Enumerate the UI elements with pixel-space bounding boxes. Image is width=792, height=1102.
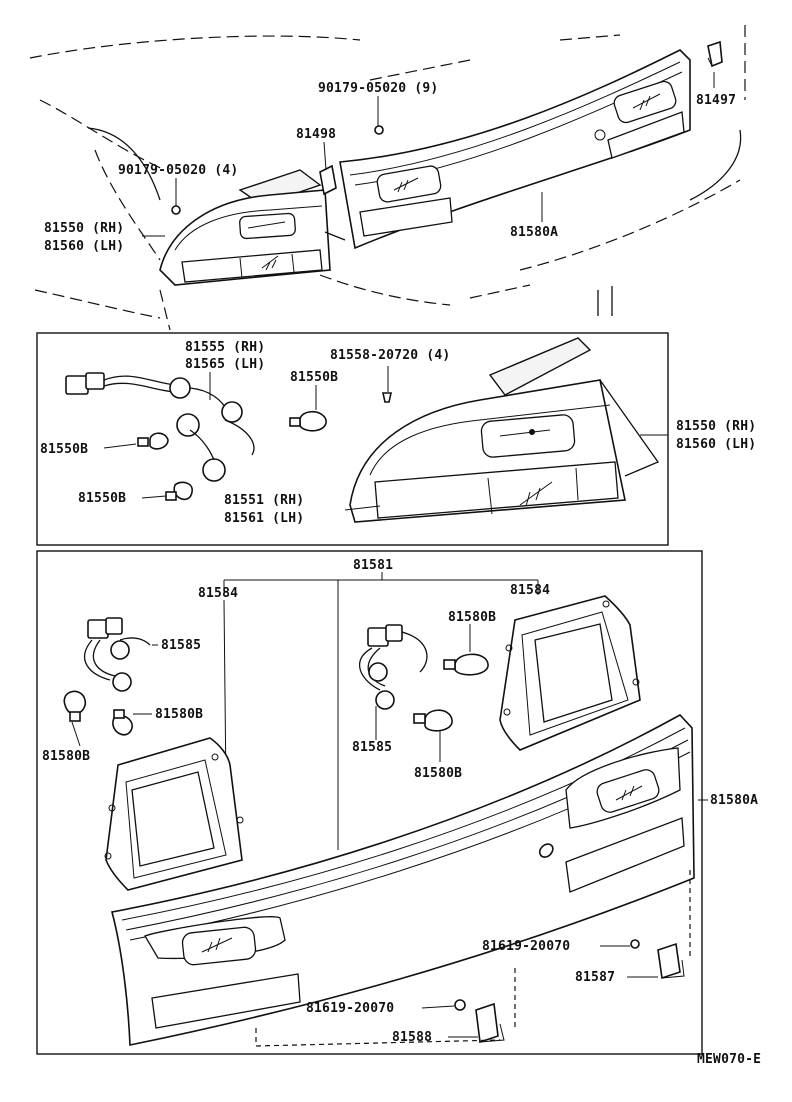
callout-81580B-top-right: 81580B [448, 610, 496, 625]
vehicle-body-outline [29, 25, 746, 331]
callout-81497: 81497 [696, 93, 736, 108]
lamp-assembly-detail-box [36, 332, 669, 546]
callout-81565-lh: 81565 (LH) [185, 357, 265, 372]
callout-81550B-c: 81550B [78, 491, 126, 506]
callout-81560-lh-mid: 81560 (LH) [676, 437, 756, 452]
clip-81497 [707, 40, 723, 68]
gasket-81584-left [104, 737, 244, 891]
lamp-assembly-detail [349, 337, 659, 523]
callout-81550B-b: 81550B [40, 442, 88, 457]
callout-81561-lh: 81561 (LH) [224, 511, 304, 526]
callout-81585-right: 81585 [352, 740, 392, 755]
callout-81580B-right-low: 81580B [414, 766, 462, 781]
callout-81580A-bottom: 81580A [710, 793, 758, 808]
diagram-code: MEW070-E [697, 1052, 761, 1067]
bracket-81588 [454, 999, 505, 1044]
callout-81551-rh: 81551 (RH) [224, 493, 304, 508]
callout-81498: 81498 [296, 127, 336, 142]
garnish-assembly-detail-box [36, 550, 703, 1055]
leader-lines-middle [103, 366, 668, 511]
callout-81560-lh-top: 81560 (LH) [44, 239, 124, 254]
callout-81555-rh: 81555 (RH) [185, 340, 265, 355]
callout-81587: 81587 [575, 970, 615, 985]
callout-81584-right: 81584 [510, 583, 550, 598]
center-garnish-bottom [111, 713, 695, 1046]
callout-81584-left: 81584 [198, 586, 238, 601]
callout-81550-rh-top: 81550 (RH) [44, 221, 124, 236]
wiring-socket-81555 [65, 372, 255, 482]
socket-81585-right [359, 624, 428, 710]
callout-81558-20720: 81558-20720 (4) [330, 348, 450, 363]
callout-81550B-a: 81550B [290, 370, 338, 385]
nut-90179-top [171, 125, 384, 215]
bulbs-81580B [63, 653, 489, 736]
callout-81580B-left-low: 81580B [42, 749, 90, 764]
callout-81619-20070-a: 81619-20070 [482, 939, 570, 954]
callout-81581: 81581 [353, 558, 393, 573]
callout-81550-rh-mid: 81550 (RH) [676, 419, 756, 434]
callout-labels: 90179-05020 (9) 81497 81498 90179-05020 … [40, 81, 761, 1067]
socket-81585-left [84, 617, 151, 692]
callout-90179-05020-9: 90179-05020 (9) [318, 81, 438, 96]
center-garnish-top [339, 49, 691, 250]
callout-81619-20070-b: 81619-20070 [306, 1001, 394, 1016]
assembly-dashed-lines [255, 870, 691, 1047]
bulbs-middle [137, 392, 392, 501]
gasket-81584-right [499, 595, 641, 751]
callout-81588: 81588 [392, 1030, 432, 1045]
leader-lines-bottom [71, 624, 708, 1038]
callout-81585-left: 81585 [161, 638, 201, 653]
callout-81580B-left-mid: 81580B [155, 707, 203, 722]
clip-81498 [319, 164, 337, 196]
leader-lines-top [142, 72, 715, 237]
bracket-81587 [630, 939, 685, 980]
rear-combination-lamp-top [159, 169, 346, 286]
callout-81580A-top: 81580A [510, 225, 558, 240]
callout-90179-05020-4: 90179-05020 (4) [118, 163, 238, 178]
